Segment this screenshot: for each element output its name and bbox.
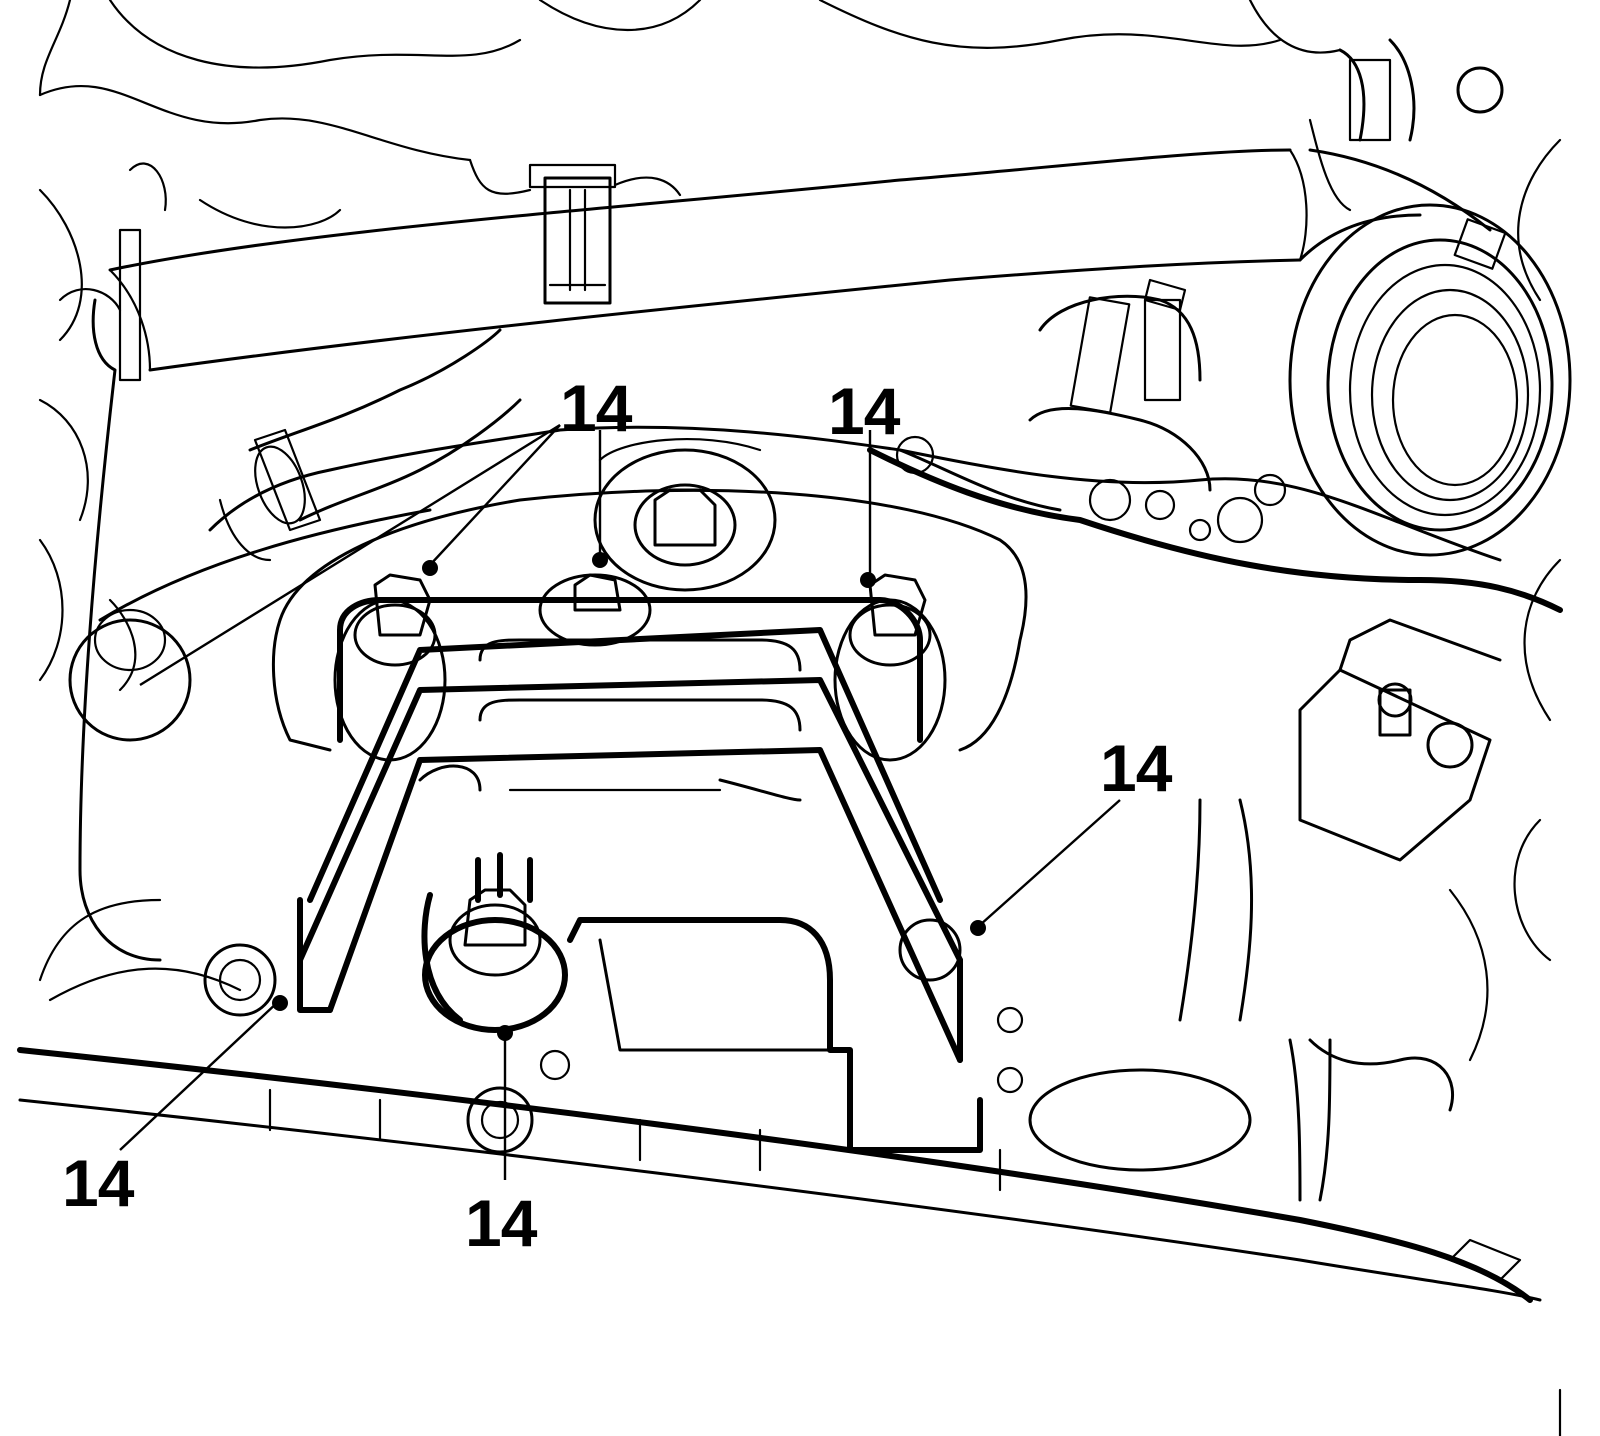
leader-line-bottom-left: [119, 999, 281, 1151]
callout-dot: [970, 920, 986, 936]
engine-background-contours: [38, 0, 1562, 962]
callout-dot: [422, 560, 438, 576]
leader-line-right: [979, 799, 1121, 926]
transmission-bracket: [203, 917, 1024, 1153]
engine-block-band: [98, 425, 1563, 622]
left-side-pipes: [58, 162, 342, 962]
callout-dots: [272, 552, 986, 1041]
callout-dot: [860, 572, 876, 588]
callout-dot: [272, 995, 288, 1011]
callout-dot: [592, 552, 608, 568]
right-hose-with-clamp: [1028, 278, 1212, 492]
engine-mount-bracket: [297, 597, 963, 1063]
callout-label-top-right: 14: [828, 374, 900, 448]
lower-mount-bolt: [421, 852, 568, 1033]
callout-label-bottom-left: 14: [62, 1146, 134, 1220]
leader-line-top-left-bolt: [429, 424, 561, 566]
lower-casing: [17, 898, 1562, 1436]
callout-dot: [497, 1025, 513, 1041]
callout-label-bottom-center: 14: [465, 1186, 537, 1260]
left-hose-with-clamp: [218, 328, 522, 562]
callout-label-top-center: 14: [560, 371, 632, 445]
upper-coolant-hose: [108, 148, 1308, 372]
right-air-intake: [1288, 38, 1572, 557]
upper-mount-bolts: [333, 573, 947, 762]
mount-backing-plate: [271, 438, 1028, 752]
leader-line-top-left: [139, 423, 561, 687]
right-side-mechanism: [1178, 618, 1502, 1202]
callout-label-right: 14: [1100, 731, 1172, 805]
callout-leaders: [119, 423, 1121, 1180]
